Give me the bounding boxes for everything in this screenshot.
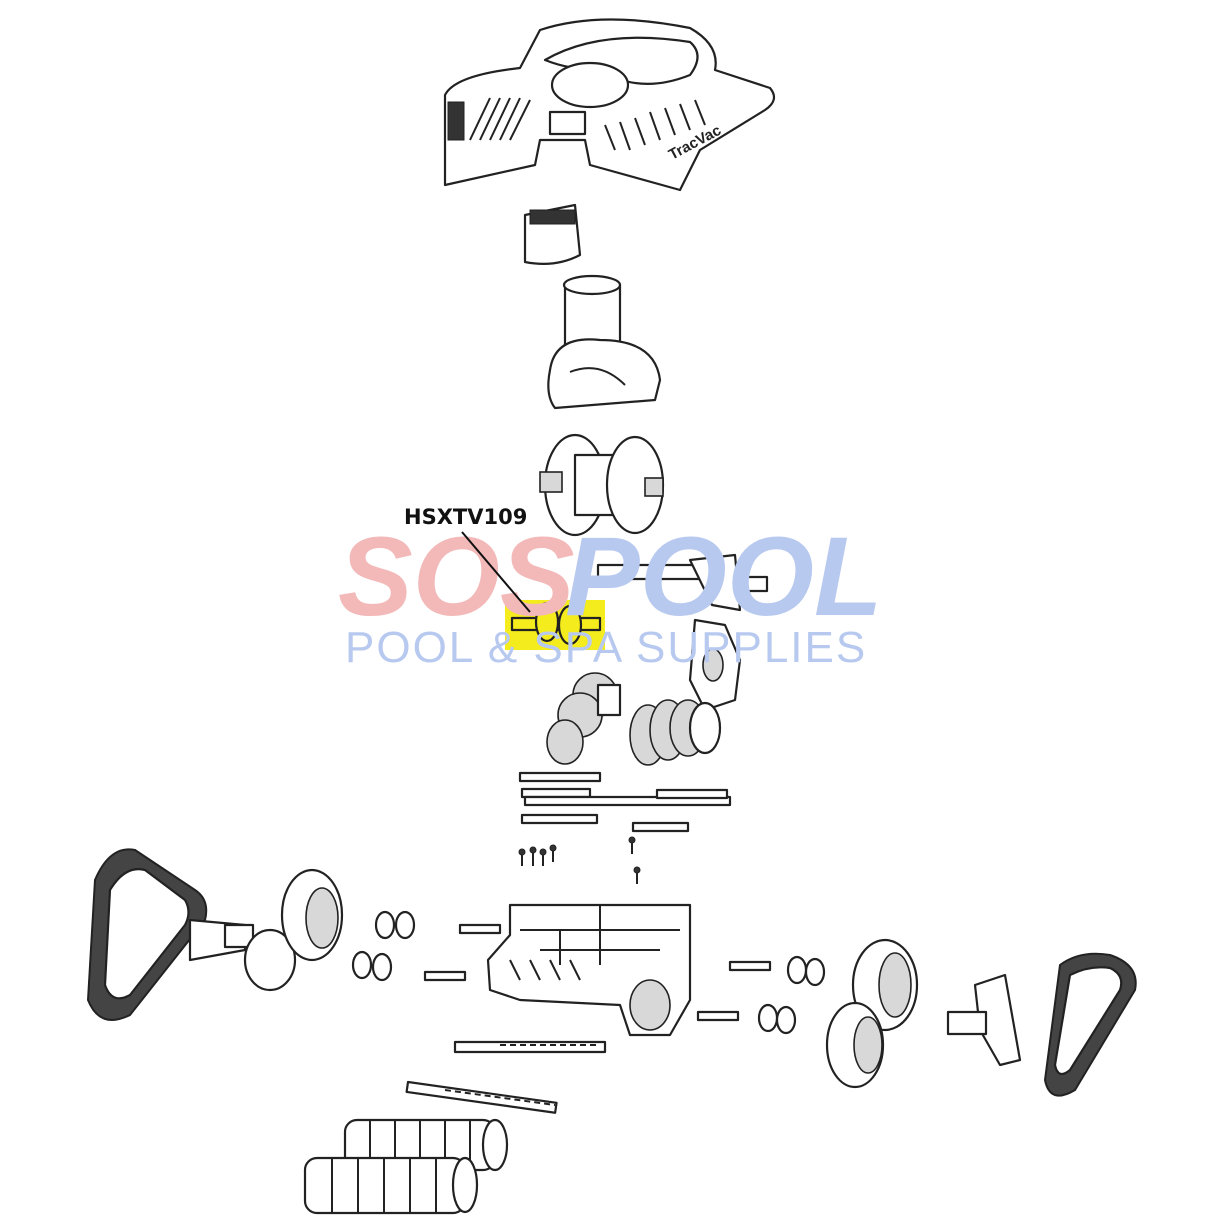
gear-set-right xyxy=(629,699,722,766)
brush-rollers xyxy=(303,1118,509,1215)
top-cover: TracVac xyxy=(443,18,776,192)
sprocket xyxy=(688,618,742,712)
right-vent xyxy=(604,99,706,151)
watermark-sos: SOS xyxy=(338,514,575,639)
turbine xyxy=(539,433,665,537)
right-pins-bearings xyxy=(696,955,826,1035)
rods xyxy=(518,771,732,833)
watermark: SOS POOL POOL & SPA SUPPLIES xyxy=(338,514,882,672)
chassis-body xyxy=(486,903,692,1037)
right-drive-hub xyxy=(946,973,1022,1067)
watermark-tagline: POOL & SPA SUPPLIES xyxy=(345,623,867,672)
watermark-pool: POOL xyxy=(565,514,882,639)
left-pins-bearings xyxy=(351,910,502,982)
highlighted-part-hsxtv109[interactable] xyxy=(505,600,605,650)
gear-set-left xyxy=(546,672,622,765)
screws xyxy=(518,836,641,884)
part-label[interactable]: HSXTV109 xyxy=(404,505,527,529)
right-wheels xyxy=(825,938,919,1089)
left-wheels xyxy=(243,868,344,992)
leader-line xyxy=(461,531,531,613)
right-track xyxy=(1043,952,1137,1097)
latch-part xyxy=(523,203,582,265)
drive-shaft xyxy=(596,553,769,612)
axles xyxy=(405,1040,607,1114)
left-vent xyxy=(447,97,531,141)
left-track xyxy=(86,848,208,1021)
hose-adapter xyxy=(547,274,662,410)
left-drive-hub xyxy=(188,918,255,962)
